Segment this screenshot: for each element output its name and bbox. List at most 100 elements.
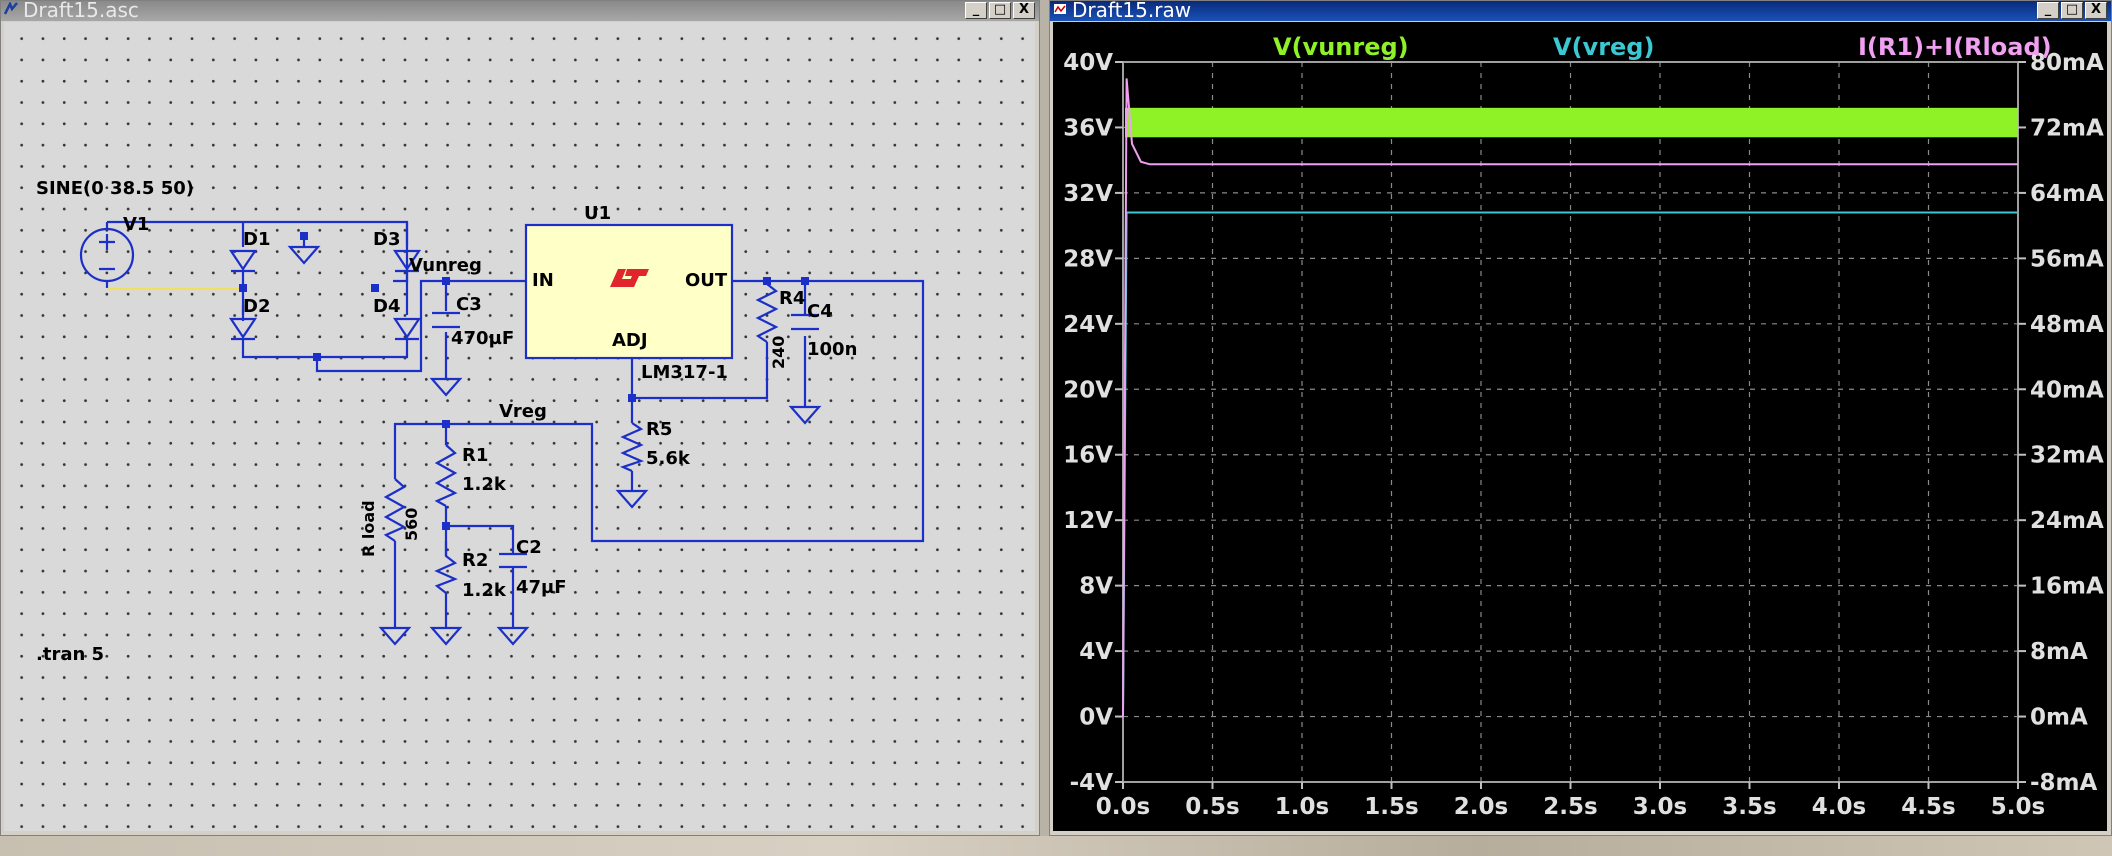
waveform-titlebar[interactable]: Draft15.raw _ □ X <box>1050 0 2111 22</box>
resistor-r1[interactable] <box>434 444 458 507</box>
ground-symbol-c3 <box>429 377 463 397</box>
y-right-tick-label: 56mA <box>2030 246 2104 272</box>
y-left-tick-label: 16V <box>1063 443 1113 469</box>
ground-symbol-bridge <box>287 245 321 265</box>
c4-label: C4 <box>807 301 833 322</box>
schematic-drawing: SINE(0 38.5 50) V1 D1 D2 D3 D4 U1 IN OUT… <box>36 178 925 665</box>
schematic-window: Draft15.asc _ □ X <box>0 0 1040 836</box>
legend-entry-0[interactable]: V(vunreg) <box>1273 33 1409 61</box>
lm317-regulator-symbol[interactable] <box>524 223 734 360</box>
series-trace-1[interactable] <box>1122 211 2018 717</box>
resistor-r2[interactable] <box>434 541 458 594</box>
part-name-label: LM317-1 <box>641 362 728 383</box>
y-right-tick-label: 80mA <box>2030 50 2104 76</box>
schematic-maximize-button[interactable]: □ <box>989 2 1011 19</box>
c3-label: C3 <box>456 294 482 315</box>
x-tick-label: 1.5s <box>1364 794 1418 820</box>
waveform-minimize-button[interactable]: _ <box>2037 2 2059 19</box>
resistor-rload[interactable] <box>383 478 407 542</box>
waveform-maximize-button[interactable]: □ <box>2061 2 2083 19</box>
net-vunreg-label[interactable]: Vunreg <box>409 255 482 276</box>
source-value-label: SINE(0 38.5 50) <box>36 178 194 199</box>
y-left-tick-label: -4V <box>1070 770 1114 796</box>
y-left-tick-label: 32V <box>1063 181 1113 207</box>
ground-symbol-r5 <box>615 489 649 509</box>
y-left-tick-label: 8V <box>1079 574 1113 600</box>
rload-label: R load <box>359 500 378 557</box>
r2-value-label: 1.2k <box>462 580 507 601</box>
c2-value-label: 47µF <box>516 577 567 598</box>
u1-label: U1 <box>584 203 611 224</box>
x-tick-label: 0.5s <box>1185 794 1239 820</box>
y-left-tick-label: 4V <box>1079 639 1113 665</box>
y-right-tick-label: 8mA <box>2030 639 2088 665</box>
y-right-tick-label: 16mA <box>2030 574 2104 600</box>
y-left-tick-label: 40V <box>1063 50 1113 76</box>
y-right-tick-label: 0mA <box>2030 705 2088 731</box>
y-right-tick-label: 24mA <box>2030 508 2104 534</box>
plot-frame <box>1122 61 2019 783</box>
schematic-titlebar[interactable]: Draft15.asc _ □ X <box>1 0 1039 22</box>
resistor-r4[interactable] <box>755 283 779 343</box>
r5-label: R5 <box>646 419 672 440</box>
y-left-tick-label: 20V <box>1063 377 1113 403</box>
y-right-tick-label: -8mA <box>2030 770 2098 796</box>
d2-label: D2 <box>243 296 270 317</box>
c4-value-label: 100n <box>807 339 857 360</box>
y-left-tick-label: 28V <box>1063 246 1113 272</box>
capacitor-c4 <box>791 313 819 331</box>
schematic-minimize-button[interactable]: _ <box>965 2 987 19</box>
ground-symbol-c4 <box>788 405 822 425</box>
series-vunreg-trace[interactable] <box>1125 107 2018 138</box>
x-tick-label: 2.0s <box>1454 794 1508 820</box>
y-right-tick-label: 48mA <box>2030 312 2104 338</box>
resistor-r5[interactable] <box>619 422 645 473</box>
diode-d4[interactable] <box>392 317 422 341</box>
r1-label: R1 <box>462 445 488 466</box>
waveform-close-button[interactable]: X <box>2085 2 2107 19</box>
x-tick-label: 2.5s <box>1543 794 1597 820</box>
diode-d3[interactable] <box>392 249 422 273</box>
x-tick-label: 1.0s <box>1275 794 1329 820</box>
y-right-tick-label: 72mA <box>2030 115 2104 141</box>
x-tick-label: 3.0s <box>1633 794 1687 820</box>
waveform-plot[interactable]: 40V36V32V28V24V20V16V12V8V4V0V-4V80mA72m… <box>1053 22 2109 833</box>
pin-in-label: IN <box>532 270 554 291</box>
y-left-tick-label: 0V <box>1079 705 1113 731</box>
x-tick-label: 4.0s <box>1812 794 1866 820</box>
series-trace-2[interactable] <box>1122 78 2018 717</box>
desktop-background-strip <box>0 836 2112 856</box>
ltspice-app-icon <box>4 2 18 15</box>
legend-entry-2[interactable]: I(R1)+I(Rload) <box>1858 33 2052 61</box>
net-vreg-label[interactable]: Vreg <box>499 401 547 422</box>
diode-d2[interactable] <box>228 317 258 341</box>
d1-label: D1 <box>243 229 270 250</box>
ground-symbol-c2 <box>496 626 530 646</box>
tran-directive-label[interactable]: .tran 5 <box>36 644 104 665</box>
y-left-tick-label: 36V <box>1063 115 1113 141</box>
y-right-tick-label: 32mA <box>2030 443 2104 469</box>
pin-adj-label: ADJ <box>612 330 648 351</box>
c3-value-label: 470µF <box>451 328 514 349</box>
r4-value-label: 240 <box>769 336 788 369</box>
capacitor-c3 <box>432 311 460 329</box>
schematic-window-title: Draft15.asc <box>23 0 139 22</box>
pin-out-label: OUT <box>685 270 728 291</box>
waveform-window-title: Draft15.raw <box>1072 0 1192 22</box>
diode-d1[interactable] <box>228 249 258 273</box>
ground-symbol-r2 <box>429 626 463 646</box>
x-tick-label: 0.0s <box>1096 794 1150 820</box>
legend-entry-1[interactable]: V(vreg) <box>1553 33 1654 61</box>
d3-label: D3 <box>373 229 400 250</box>
x-tick-label: 5.0s <box>1991 794 2045 820</box>
capacitor-c2 <box>499 552 527 569</box>
x-tick-label: 4.5s <box>1901 794 1955 820</box>
v1-label: V1 <box>123 214 149 235</box>
schematic-canvas[interactable]: SINE(0 38.5 50) V1 D1 D2 D3 D4 U1 IN OUT… <box>4 22 1035 831</box>
y-right-tick-label: 64mA <box>2030 181 2104 207</box>
schematic-close-button[interactable]: X <box>1013 2 1035 19</box>
ground-symbol-rload <box>378 626 412 646</box>
c2-label: C2 <box>516 537 542 558</box>
